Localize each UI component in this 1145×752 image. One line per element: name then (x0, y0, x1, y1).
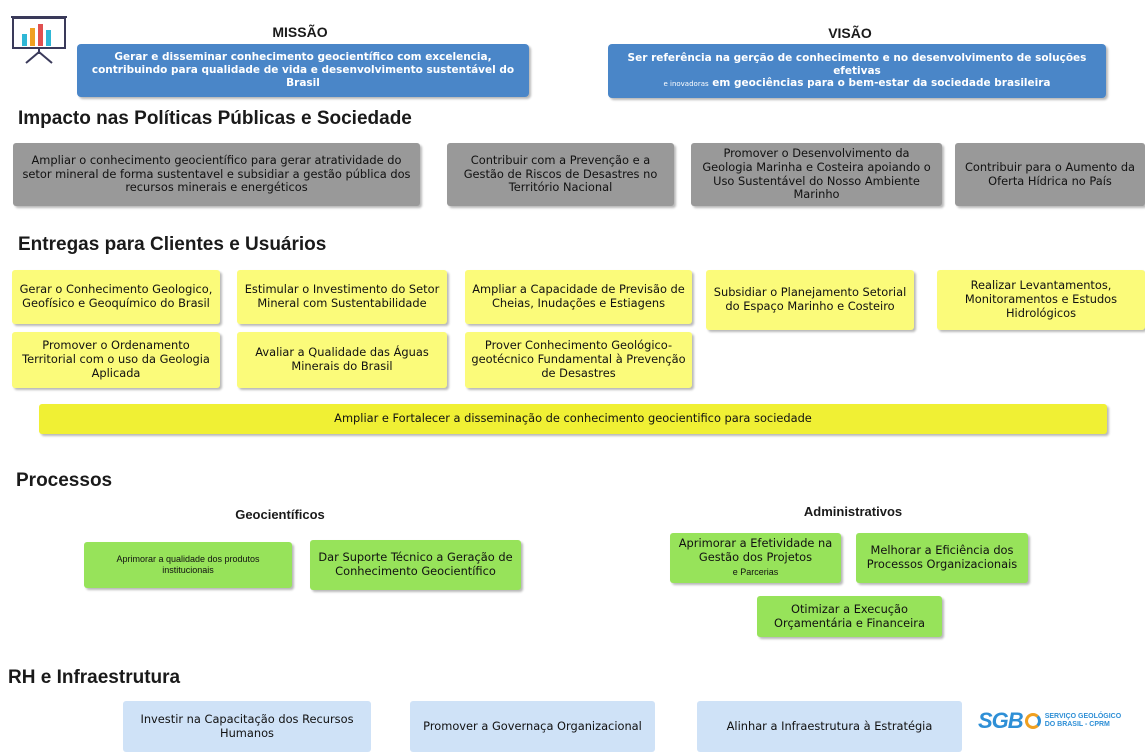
missao-title: MISSÃO (272, 24, 328, 40)
processo-note: e Parcerias (732, 566, 779, 577)
processo-box: Melhorar a Eficiência dos Processos Orga… (856, 533, 1028, 583)
processo-box: Aprimorar a Efetividade na Gestão dos Pr… (670, 533, 841, 583)
visao-line1: Ser referência na gerção de conhecimento… (627, 51, 1087, 77)
impacto-heading: Impacto nas Políticas Públicas e Socieda… (18, 108, 412, 129)
entrega-box: Gerar o Conhecimento Geologico, Geofísic… (12, 270, 220, 324)
entrega-box: Subsidiar o Planejamento Setorial do Esp… (706, 270, 914, 330)
rh-box: Promover a Governaça Organizacional (410, 701, 655, 752)
visao-small-text: e inovadoras (663, 80, 709, 89)
entrega-box: Realizar Levantamentos, Monitoramentos e… (937, 270, 1145, 330)
visao-line2: em geociências para o bem-estar da socie… (712, 77, 1051, 90)
entrega-box: Avaliar a Qualidade das Águas Minerais d… (237, 332, 447, 388)
impacto-box: Promover o Desenvolvimento da Geologia M… (691, 143, 942, 206)
administrativos-heading: Administrativos (803, 504, 903, 519)
entrega-box: Estimular o Investimento do Setor Minera… (237, 270, 447, 324)
rh-box: Investir na Capacitação dos Recursos Hum… (123, 701, 371, 752)
sgb-logo-swirl-icon (1024, 713, 1041, 729)
rh-heading: RH e Infraestrutura (8, 667, 181, 688)
processo-box: Dar Suporte Técnico a Geração de Conheci… (310, 540, 521, 590)
entregas-heading: Entregas para Clientes e Usuários (18, 234, 327, 255)
missao-box: Gerar e disseminar conhecimento geocient… (77, 44, 529, 97)
processo-box: Otimizar a Execução Orçamentária e Finan… (757, 596, 942, 637)
entrega-box: Ampliar a Capacidade de Previsão de Chei… (465, 270, 692, 324)
processos-heading: Processos (16, 470, 113, 491)
processo-box: Aprimorar a qualidade dos produtos insti… (84, 542, 292, 588)
sgb-logo-mark: SGB (978, 708, 1024, 733)
entrega-box: Promover o Ordenamento Territorial com o… (12, 332, 220, 388)
visao-box: Ser referência na gerção de conhecimento… (608, 44, 1106, 98)
rh-box: Alinhar a Infraestrutura à Estratégia (697, 701, 962, 752)
geocientificos-heading: Geocientíficos (235, 507, 325, 522)
presentation-board-icon (8, 12, 70, 64)
impacto-box: Contribuir com a Prevenção e a Gestão de… (447, 143, 674, 206)
visao-title: VISÃO (828, 25, 872, 41)
processo-label: Aprimorar a Efetividade na Gestão dos Pr… (678, 536, 833, 565)
impacto-box: Contribuir para o Aumento da Oferta Hídr… (955, 143, 1145, 206)
sgb-logo: SGB SERVIÇO GEOLÓGICO DO BRASIL - CPRM (978, 704, 1145, 738)
sgb-logo-line2: DO BRASIL - CPRM (1044, 721, 1110, 728)
entrega-wide-box: Ampliar e Fortalecer a disseminação de c… (39, 404, 1107, 434)
sgb-logo-line1: SERVIÇO GEOLÓGICO (1044, 713, 1122, 721)
impacto-box: Ampliar o conhecimento geocientífico par… (13, 143, 420, 206)
entrega-box: Prover Conhecimento Geológico-geotécnico… (465, 332, 692, 388)
